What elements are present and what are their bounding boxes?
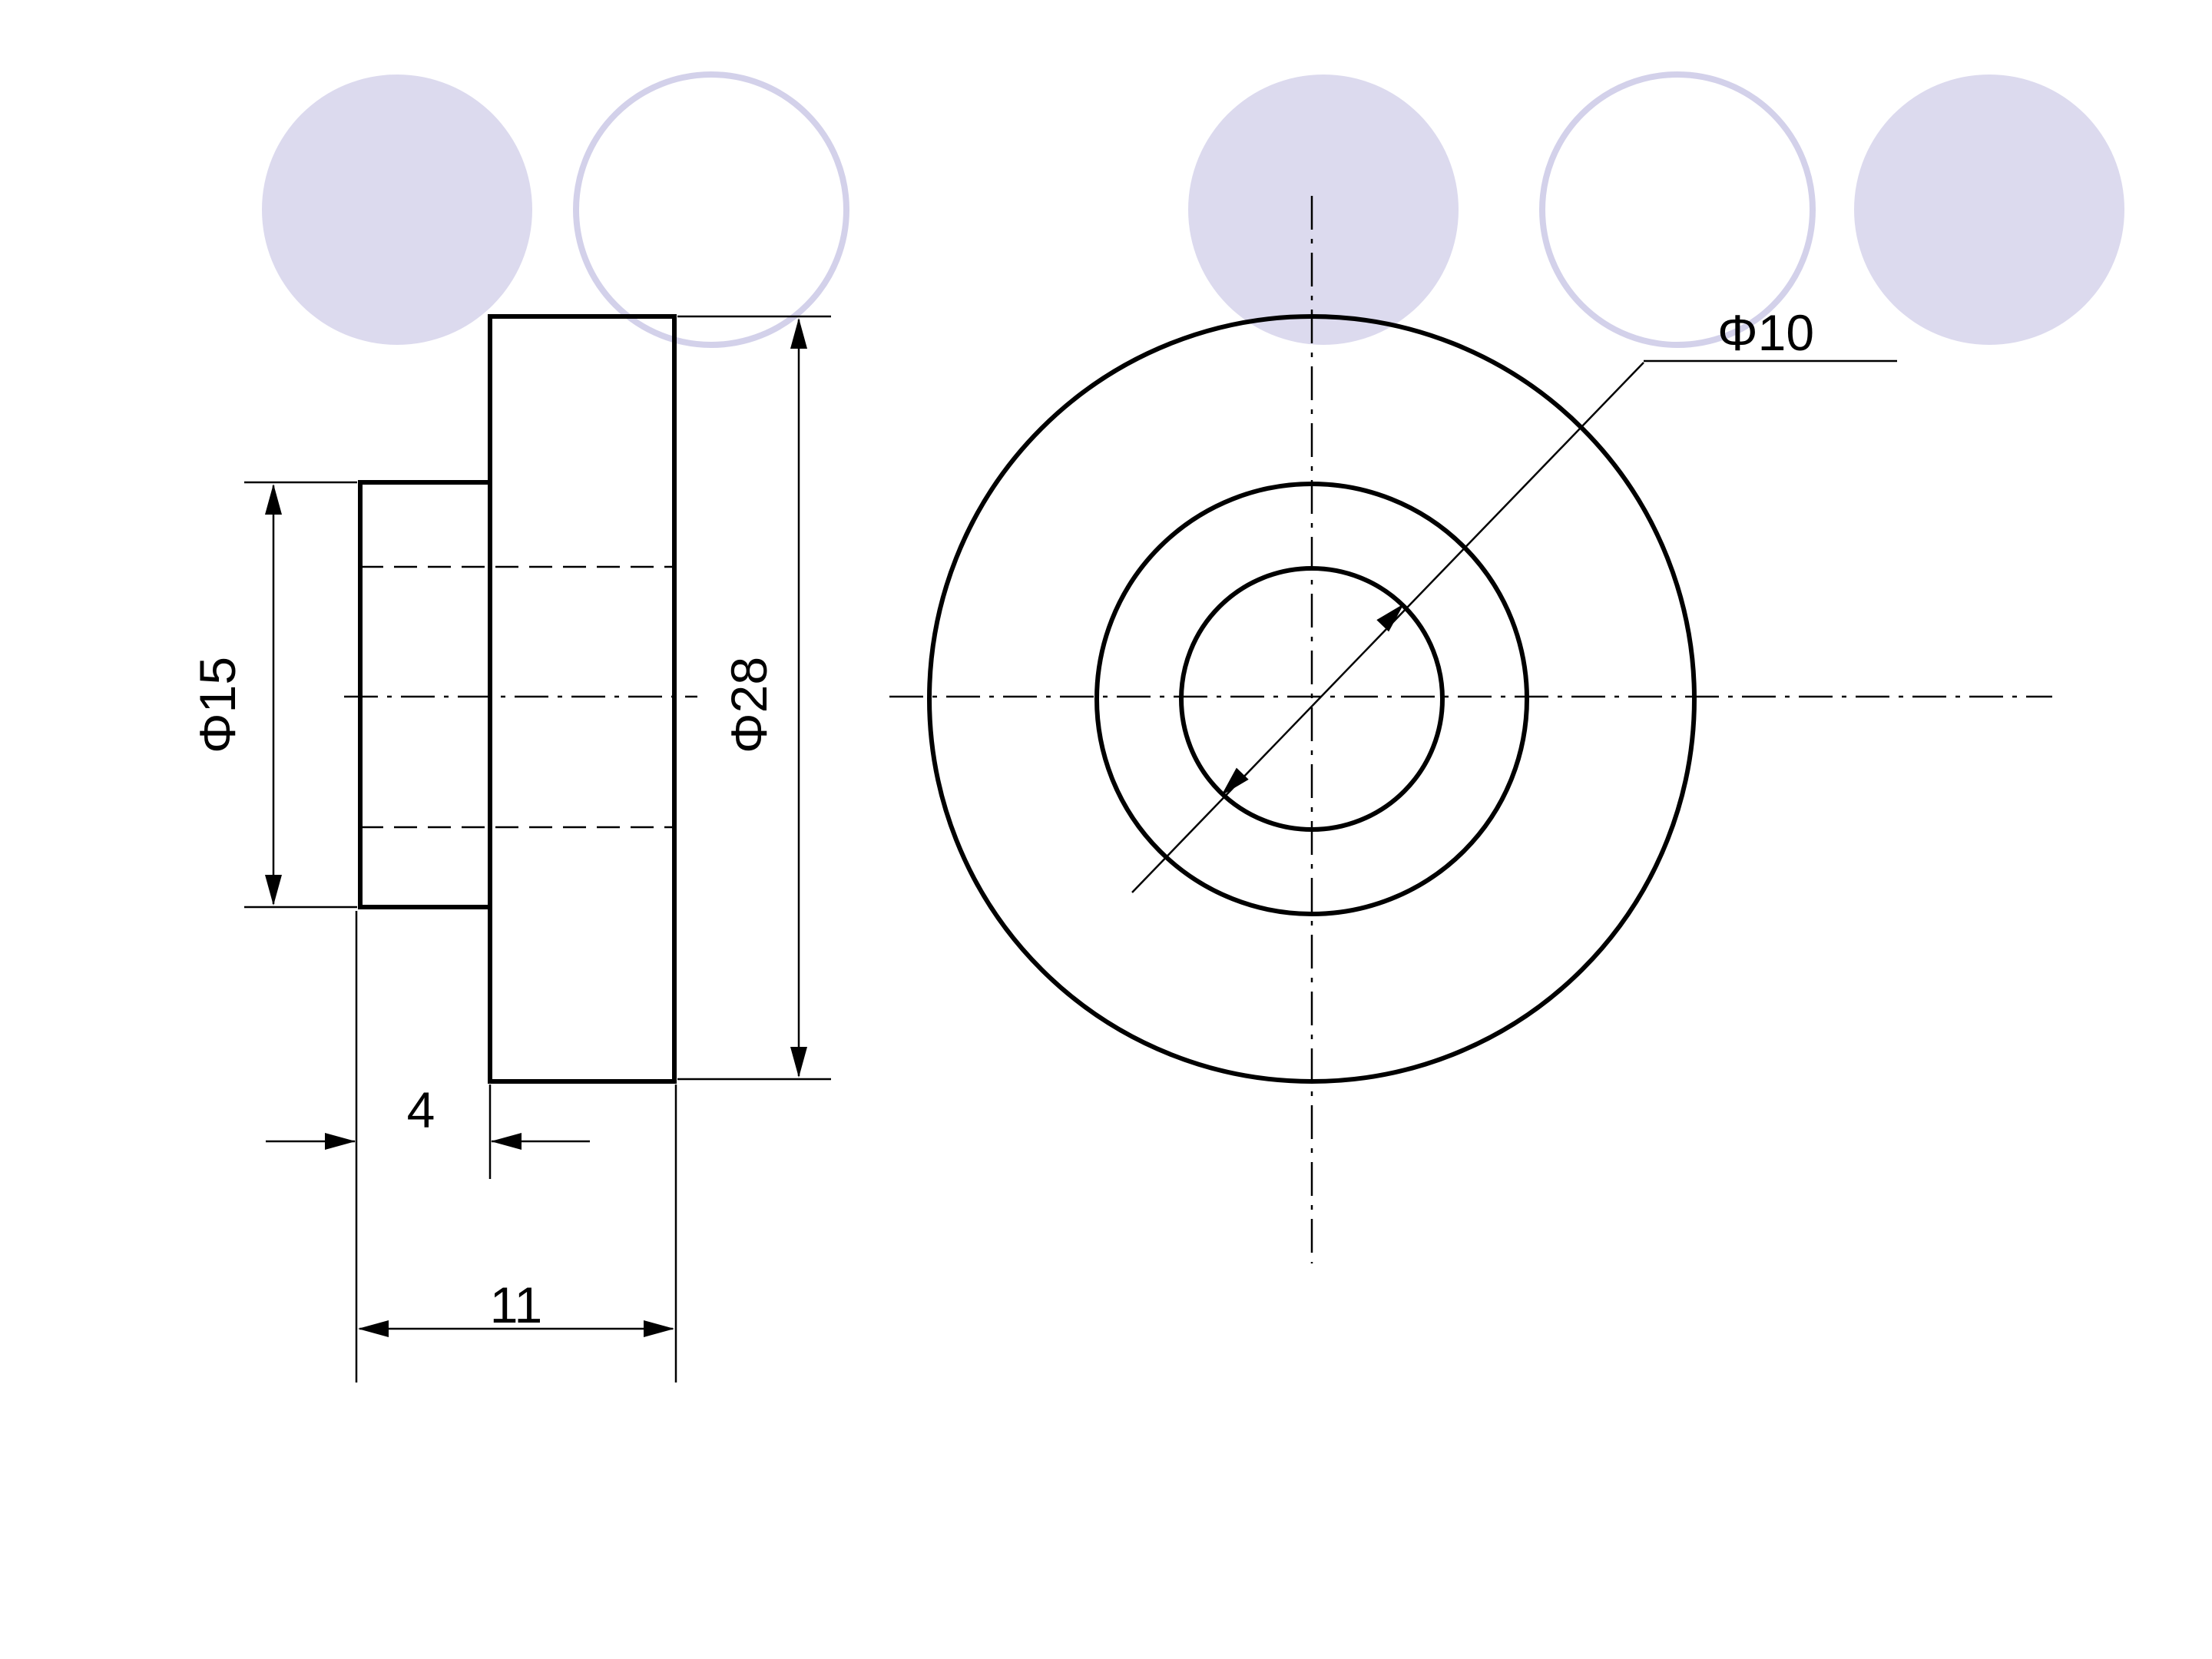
label-phi28: Φ28 bbox=[720, 657, 777, 753]
decor-circle-ring-1 bbox=[573, 71, 849, 348]
arrow-11-left bbox=[358, 1320, 389, 1337]
arrow-phi15-bottom bbox=[265, 875, 282, 906]
decor-circle-filled-2 bbox=[1188, 75, 1459, 345]
label-phi10: Φ10 bbox=[1717, 304, 1814, 361]
arrow-phi10-upper bbox=[1376, 604, 1404, 632]
arrow-phi28-bottom bbox=[790, 1047, 807, 1078]
side-view: Φ15 Φ28 4 11 bbox=[189, 314, 831, 1382]
decor-circle-ring-2 bbox=[1539, 71, 1816, 348]
flange-outline bbox=[488, 314, 677, 1084]
arrow-4-left bbox=[325, 1133, 356, 1150]
decor-circle-filled-1 bbox=[262, 75, 532, 345]
decor-circle-filled-3 bbox=[1854, 75, 2124, 345]
arrow-4-right bbox=[491, 1133, 522, 1150]
arrow-phi15-top bbox=[265, 484, 282, 515]
front-view: Φ10 bbox=[889, 196, 2052, 1263]
boss-outline bbox=[358, 480, 490, 909]
decor-circles bbox=[262, 71, 2124, 348]
arrow-phi28-top bbox=[790, 318, 807, 349]
arrow-11-right bbox=[644, 1320, 674, 1337]
label-11: 11 bbox=[490, 1277, 543, 1333]
arrow-phi10-lower bbox=[1221, 767, 1249, 796]
label-4: 4 bbox=[407, 1081, 435, 1138]
label-phi15: Φ15 bbox=[189, 657, 246, 753]
